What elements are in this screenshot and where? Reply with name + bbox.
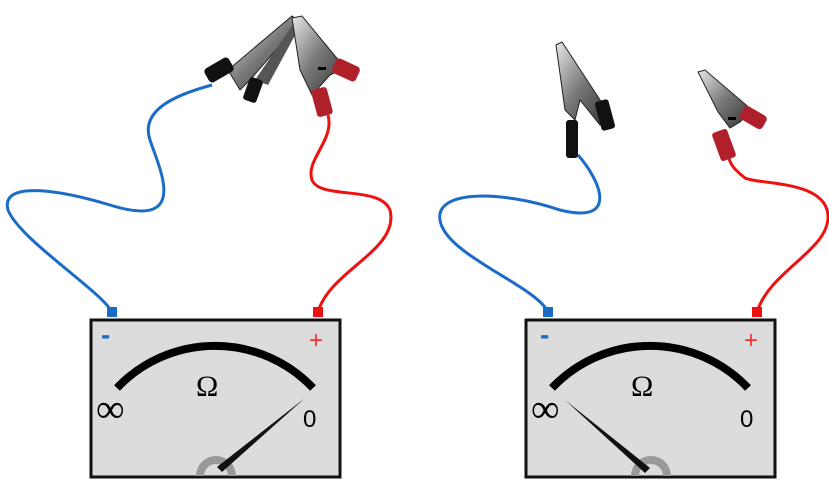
ohmmeter-left: - + Ω ∞ 0 (89, 318, 342, 479)
infinity-label: ∞ (96, 386, 125, 431)
minus-label: - (540, 319, 549, 350)
plus-label: + (744, 327, 758, 354)
ohmmeter-right: - + Ω ∞ 0 (524, 318, 777, 479)
unit-label: Ω (631, 370, 653, 403)
positive-alligator-clip (291, 15, 360, 117)
minus-label: - (101, 319, 110, 350)
infinity-label: ∞ (531, 386, 560, 431)
negative-terminal (107, 307, 117, 317)
needle (217, 398, 305, 472)
plus-label: + (309, 327, 323, 354)
positive-terminal (313, 307, 323, 317)
negative-alligator-clip (555, 41, 615, 158)
unit-label: Ω (196, 370, 218, 403)
positive-lead-wire (309, 114, 393, 313)
scale-arc (549, 341, 751, 391)
negative-alligator-clip (204, 15, 301, 103)
zero-label: 0 (740, 406, 753, 433)
positive-alligator-clip (697, 69, 767, 161)
positive-lead-wire (726, 154, 829, 313)
zero-label: 0 (303, 406, 316, 433)
negative-lead-wire (5, 83, 213, 313)
negative-terminal (543, 307, 553, 317)
scale-arc (114, 341, 316, 391)
negative-lead-wire (438, 154, 602, 313)
positive-terminal (752, 307, 762, 317)
needle (565, 400, 650, 473)
